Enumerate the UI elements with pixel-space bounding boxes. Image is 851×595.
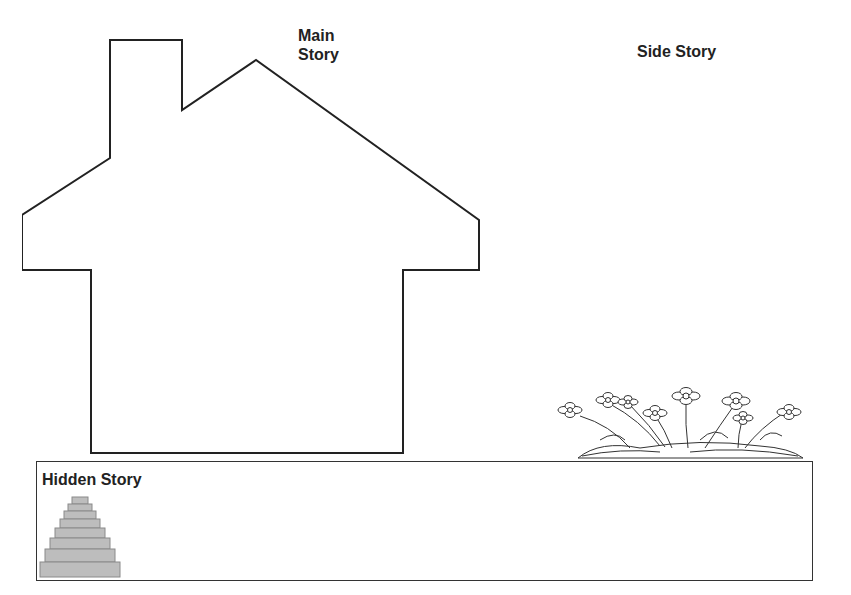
house-outline xyxy=(22,26,482,454)
story-heading: Main Story xyxy=(298,26,358,64)
story-label: Side Story xyxy=(637,42,757,61)
stairs-icon xyxy=(40,497,120,577)
story-box: Hidden Story xyxy=(36,461,813,581)
house-shape: Main Story xyxy=(22,26,482,454)
flower-bed xyxy=(558,388,803,459)
house-outline-path xyxy=(22,40,479,453)
story-heading: Hidden Story xyxy=(42,470,342,489)
